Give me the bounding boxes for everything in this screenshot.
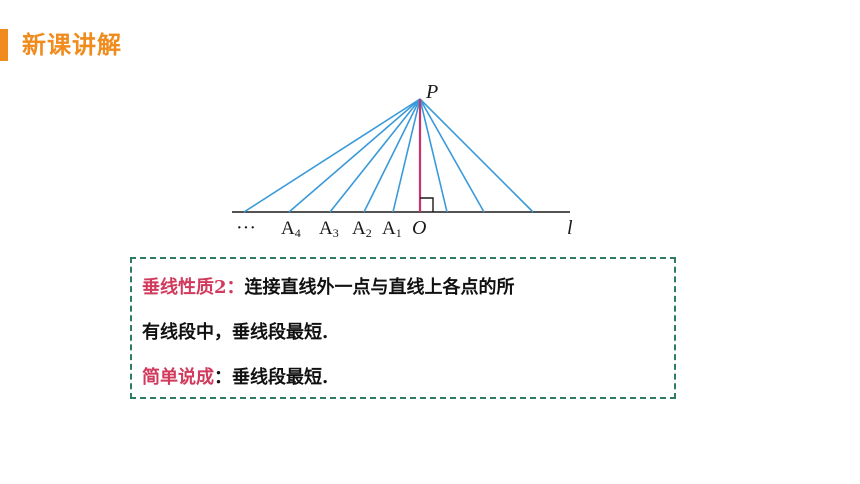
point-a4-label: A4	[281, 218, 301, 240]
line-l-label: l	[567, 217, 573, 239]
short-colon: ：	[214, 367, 232, 388]
property-term: 垂线性质2	[142, 277, 227, 298]
point-p-label: P	[425, 81, 438, 103]
definition-box: 垂线性质2：连接直线外一点与直线上各点的所 有线段中，垂线段最短. 简单说成：垂…	[130, 257, 676, 399]
definition-line-3: 简单说成：垂线段最短.	[142, 363, 674, 408]
segment-p-right-2	[419, 98, 485, 213]
segment-p-right-1	[419, 98, 448, 213]
ellipsis-label: ···	[236, 217, 256, 239]
short-term: 简单说成	[142, 367, 214, 388]
right-angle-mark	[420, 197, 434, 212]
segment-p-a2	[363, 98, 421, 213]
segment-p-far-left	[243, 98, 421, 213]
definition-line-2: 有线段中，垂线段最短.	[142, 318, 674, 363]
point-a3-label: A3	[319, 218, 339, 240]
page-title: 新课讲解	[22, 31, 122, 59]
definition-line-1: 垂线性质2：连接直线外一点与直线上各点的所	[142, 273, 674, 318]
point-o-label: O	[412, 217, 426, 239]
point-a1-label: A1	[382, 218, 402, 240]
header-accent-bar	[0, 29, 8, 61]
oblique-segments	[243, 98, 534, 213]
segment-p-a3	[329, 98, 421, 213]
segment-p-a4	[288, 98, 421, 213]
point-a2-label: A2	[352, 218, 372, 240]
property-colon: ：	[226, 277, 245, 298]
short-text: 垂线段最短.	[232, 367, 329, 388]
segment-p-a1	[392, 98, 421, 213]
property-text-2: 有线段中，垂线段最短.	[142, 322, 329, 343]
segment-p-right-3	[419, 98, 534, 213]
property-text-1: 连接直线外一点与直线上各点的所	[244, 277, 515, 298]
